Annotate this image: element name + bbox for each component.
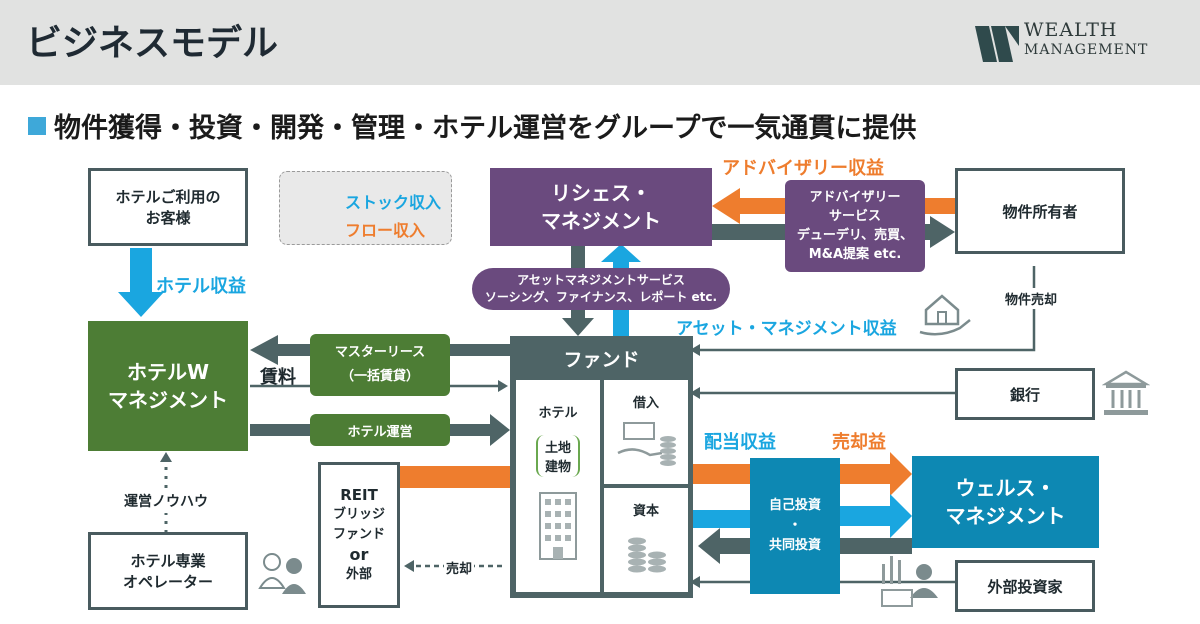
rises-line2: マネジメント (541, 209, 661, 233)
external-investor-box: 外部投資家 (955, 560, 1095, 612)
logo-text: WEALTH MANAGEMENT (1024, 20, 1148, 60)
master-lease-line1: マスターリース (334, 345, 426, 360)
legend-flow-label: フロー収入 (345, 221, 426, 240)
building-icon (536, 491, 580, 561)
property-sale-label: 物件売却 (1003, 288, 1060, 309)
reit-line4: or (349, 545, 369, 564)
know-how-label: 運営ノウハウ (122, 489, 210, 513)
legend (279, 171, 452, 245)
reit-line3: ファンド (332, 527, 385, 542)
hotel-revenue-label: ホテル収益 (156, 276, 246, 297)
loan-hand-icon (614, 419, 678, 469)
logo-line2: MANAGEMENT (1024, 42, 1149, 58)
advisory-line3: デューデリ、売買、 (796, 228, 914, 243)
advisory-line2: サービス (828, 209, 881, 224)
rent-label: 賃料 (260, 367, 296, 388)
customers-line1: ホテルご利用の (115, 188, 221, 206)
fund-land-line2: 建物 (544, 460, 571, 475)
reit-line1: REIT (340, 486, 378, 504)
logo-mark-icon (975, 26, 1019, 62)
external-investor-label: 外部投資家 (987, 577, 1063, 596)
self-investment-box: 自己投資 ・ 共同投資 (750, 458, 840, 594)
wealth-management-box: ウェルス・ マネジメント (912, 456, 1099, 548)
hotel-ops-box: ホテル運営 (310, 414, 450, 446)
coins-icon (621, 527, 671, 577)
hotel-w-box: ホテルW マネジメント (88, 321, 248, 451)
fund-land-group: 土地 建物 (536, 435, 580, 477)
owner-label: 物件所有者 (1002, 202, 1078, 221)
wealth-line1: ウェルス・ (955, 476, 1056, 500)
logo-line1: WEALTH (1024, 19, 1118, 41)
asset-service-line1: アセットマネジメントサービス (517, 273, 685, 287)
investor-icon (878, 550, 942, 612)
page-title: ビジネスモデル (26, 23, 279, 64)
self-invest-line3: 共同投資 (768, 538, 821, 553)
hotel-w-line2: マネジメント (108, 388, 228, 412)
advisory-line1: アドバイザリー (809, 190, 901, 205)
hotel-ops-label: ホテル運営 (347, 424, 413, 440)
self-invest-line2: ・ (788, 518, 802, 533)
operator-line1: ホテル専業 (130, 552, 206, 570)
bullet-square-icon (28, 117, 46, 135)
bank-box: 銀行 (955, 368, 1095, 420)
reit-line5: 外部 (345, 567, 372, 582)
operator-line2: オペレーター (122, 573, 213, 591)
am-revenue-label: アセット・マネジメント収益 (676, 319, 897, 339)
self-invest-line1: 自己投資 (768, 498, 821, 513)
fund-title: ファンド (563, 348, 640, 371)
asset-service-line2: ソーシング、ファイナンス、レポート etc. (484, 290, 718, 304)
house-hand-icon (916, 288, 972, 338)
subtitle: 物件獲得・投資・開発・管理・ホテル運営をグループで一気通貫に提供 (54, 113, 917, 144)
master-lease-box: マスターリース （一括賃貸） (310, 334, 450, 396)
rises-line1: リシェス・ (551, 181, 651, 205)
asset-service-pill: アセットマネジメントサービス ソーシング、ファイナンス、レポート etc. (472, 268, 730, 310)
operator-box: ホテル専業 オペレーター (88, 532, 248, 610)
hotel-w-line1: ホテルW (126, 360, 210, 384)
fund-hotel-label: ホテル (538, 406, 578, 421)
bank-label: 銀行 (1009, 385, 1040, 404)
rises-management-box: リシェス・ マネジメント (490, 168, 712, 246)
advisory-service-box: アドバイザリー サービス デューデリ、売買、 M&A提案 etc. (785, 180, 925, 272)
legend-stock-label: ストック収入 (345, 193, 442, 212)
customers-line2: お客様 (145, 209, 191, 227)
advisory-revenue-label: アドバイザリー収益 (722, 158, 884, 179)
dividend-label: 配当収益 (704, 432, 776, 453)
sale-gain-label: 売却益 (832, 432, 886, 453)
operator-people-icon (258, 548, 308, 596)
fund-hotel-cell: ホテル 土地 建物 (516, 380, 600, 592)
reit-box: REIT ブリッジ ファンド or 外部 (318, 462, 400, 608)
master-lease-line2: （一括賃貸） (340, 369, 419, 384)
fund-capital-label: 資本 (632, 504, 659, 519)
bank-building-icon (1101, 370, 1151, 418)
sale-label: 売却 (444, 558, 475, 577)
owner-box: 物件所有者 (955, 168, 1125, 254)
fund-loan-cell: 借入 (604, 380, 688, 484)
fund-loan-label: 借入 (632, 396, 659, 411)
fund-capital-cell: 資本 (604, 488, 688, 592)
customers-box: ホテルご利用の お客様 (88, 168, 248, 246)
fund-land-line1: 土地 (544, 441, 571, 456)
reit-line2: ブリッジ (332, 507, 385, 522)
advisory-line4: M&A提案 etc. (808, 247, 902, 262)
wealth-line2: マネジメント (945, 504, 1066, 528)
